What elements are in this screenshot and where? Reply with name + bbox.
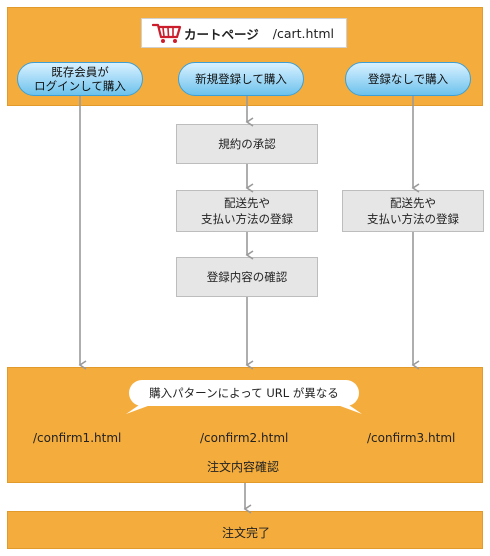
confirm1-url: /confirm1.html xyxy=(33,431,122,445)
url-note-text: 購入パターンによって URL が異なる xyxy=(149,386,339,400)
shipping-payment-step-guest: 配送先や 支払い方法の登録 xyxy=(342,190,484,232)
url-note-bubble: 購入パターンによって URL が異なる xyxy=(129,380,359,406)
confirm2-url: /confirm2.html xyxy=(200,431,289,445)
order-complete-panel xyxy=(7,511,483,549)
cart-page-label: カートページ /cart.html xyxy=(141,18,347,48)
shipping-register-line1: 配送先や xyxy=(224,196,270,210)
cart-page-url: /cart.html xyxy=(272,25,334,41)
terms-approval-label: 規約の承認 xyxy=(218,137,276,151)
shipping-register-line2: 支払い方法の登録 xyxy=(201,212,293,226)
confirm-registration-label: 登録内容の確認 xyxy=(206,270,288,284)
cart-page-name: カートページ xyxy=(184,26,259,42)
register-purchase-button[interactable]: 新規登録して購入 xyxy=(178,62,304,96)
register-purchase-label: 新規登録して購入 xyxy=(195,72,287,86)
guest-purchase-button[interactable]: 登録なしで購入 xyxy=(345,62,471,96)
shopping-cart-icon xyxy=(152,22,182,44)
terms-approval-step: 規約の承認 xyxy=(176,124,318,164)
order-confirm-title: 注文内容確認 xyxy=(207,460,280,474)
shipping-guest-line2: 支払い方法の登録 xyxy=(367,212,459,226)
member-login-label-line1: 既存会員が xyxy=(51,65,109,79)
confirm3-url: /confirm3.html xyxy=(367,431,456,445)
confirm-registration-step: 登録内容の確認 xyxy=(176,257,318,297)
shipping-payment-step-register: 配送先や 支払い方法の登録 xyxy=(176,190,318,232)
order-complete-title: 注文完了 xyxy=(222,526,271,540)
shipping-guest-line1: 配送先や xyxy=(390,196,436,210)
member-login-label-line2: ログインして購入 xyxy=(34,79,126,93)
order-confirm-panel xyxy=(7,367,483,483)
guest-purchase-label: 登録なしで購入 xyxy=(367,72,449,86)
member-login-purchase-button[interactable]: 既存会員が ログインして購入 xyxy=(17,62,143,96)
